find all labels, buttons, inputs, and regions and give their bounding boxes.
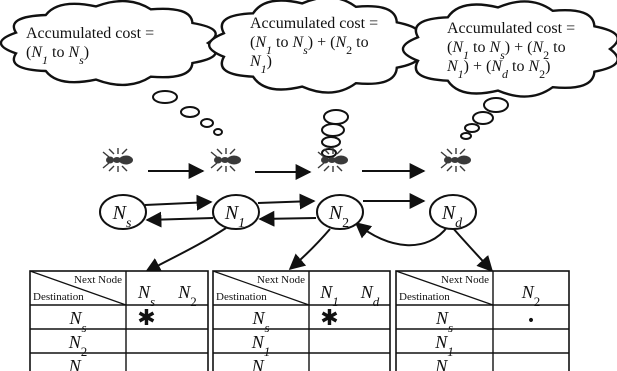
header-diagonal bbox=[29, 270, 127, 306]
node-label: Nd bbox=[441, 202, 463, 231]
ant-icon bbox=[210, 148, 241, 172]
cloud-text-line: (N1 to Ns) + (N2 to bbox=[250, 34, 369, 57]
link-n1-ns bbox=[145, 211, 214, 228]
link-n1-n2 bbox=[257, 193, 316, 210]
node-N1: N1 bbox=[212, 194, 260, 231]
thought-bubble bbox=[460, 132, 472, 140]
cloud-text-line: Accumulated cost = bbox=[250, 15, 378, 32]
cloud-text-line: (N1 to Ns) + (N2 to bbox=[447, 39, 566, 62]
thought-bubble bbox=[483, 97, 509, 113]
row-label: Ns bbox=[251, 308, 269, 335]
link-nd-n2 bbox=[354, 221, 449, 247]
column-header: N2 bbox=[521, 282, 541, 309]
node-label: N1 bbox=[224, 202, 245, 231]
cloud-text-line: N1) + (Nd to N2) bbox=[446, 58, 550, 81]
column-header: N2 bbox=[177, 282, 197, 309]
thought-cloud-3: Accumulated cost = (N1 to Ns) + (N2 toN1)… bbox=[401, 0, 617, 98]
row-label: N1 bbox=[434, 332, 454, 359]
node-Ns: Ns bbox=[99, 194, 147, 231]
thought-bubble bbox=[472, 111, 494, 125]
link-nd-table3 bbox=[451, 226, 494, 273]
header-next-node: Next Node bbox=[441, 274, 489, 286]
thought-bubble bbox=[321, 136, 341, 148]
header-destination: Destination bbox=[399, 291, 450, 303]
link-n2-n1 bbox=[258, 210, 317, 227]
thought-bubble bbox=[464, 123, 480, 133]
node-circle bbox=[429, 194, 477, 230]
header-diagonal bbox=[212, 270, 310, 306]
node-Nd: Nd bbox=[429, 194, 477, 231]
header-next-node: Next Node bbox=[74, 274, 122, 286]
node-label: N2 bbox=[328, 202, 349, 231]
row-label: Ns bbox=[68, 308, 86, 335]
node-circle bbox=[212, 194, 260, 230]
routing-table-1: Next NodeDestinationNsN2NsN2Nd✱ bbox=[29, 270, 209, 371]
thought-bubble bbox=[321, 123, 345, 137]
link-n1-table1 bbox=[144, 227, 227, 273]
header-destination: Destination bbox=[33, 291, 84, 303]
header-destination: Destination bbox=[216, 291, 267, 303]
ant-icon bbox=[440, 148, 471, 172]
table-frame bbox=[395, 270, 570, 371]
pheromone-mark: • bbox=[527, 313, 535, 329]
cloud-text-line: Accumulated cost = bbox=[26, 25, 154, 42]
link-n2-table2 bbox=[288, 228, 331, 271]
thought-cloud-1: Accumulated cost = (N1 to Ns) bbox=[0, 0, 217, 87]
column-header: N1 bbox=[319, 282, 339, 309]
ant-icon bbox=[317, 148, 348, 172]
thought-bubble bbox=[323, 109, 349, 125]
row-label: Nd bbox=[251, 356, 271, 371]
thought-bubble bbox=[213, 128, 223, 136]
column-header: Nd bbox=[360, 282, 380, 309]
row-label: N1 bbox=[251, 332, 271, 359]
node-label: Ns bbox=[112, 202, 132, 231]
link-ns-n1 bbox=[144, 194, 213, 211]
row-label: N2 bbox=[68, 332, 88, 359]
cloud-outline bbox=[401, 0, 617, 98]
header-diagonal bbox=[395, 270, 494, 306]
thought-bubble bbox=[200, 118, 214, 128]
row-label: N2 bbox=[434, 356, 454, 371]
row-label: Ns bbox=[435, 308, 453, 335]
row-label: Nd bbox=[68, 356, 88, 371]
cloud-text-line: Accumulated cost = bbox=[447, 20, 575, 37]
ant-icon bbox=[102, 148, 133, 172]
routing-table-2: Next NodeDestinationN1NdNsN1Nd✱ bbox=[212, 270, 391, 371]
cloud-outline bbox=[0, 0, 217, 87]
cloud-text-line: (N1 to Ns) bbox=[26, 44, 89, 67]
header-next-node: Next Node bbox=[257, 274, 305, 286]
column-header: Ns bbox=[137, 282, 155, 309]
cloud-outline bbox=[208, 0, 421, 94]
table-frame bbox=[29, 270, 209, 371]
node-circle bbox=[316, 194, 364, 230]
table-frame bbox=[212, 270, 391, 371]
thought-bubble bbox=[180, 106, 200, 118]
node-circle bbox=[99, 194, 147, 230]
pheromone-mark: ✱ bbox=[320, 306, 338, 331]
thought-bubble bbox=[152, 90, 178, 104]
routing-table-3: Next NodeDestinationN2NsN1N2• bbox=[395, 270, 570, 371]
thought-bubble bbox=[321, 148, 337, 158]
cloud-text-line: N1) bbox=[249, 53, 272, 76]
pheromone-mark: ✱ bbox=[137, 306, 155, 331]
node-N2: N2 bbox=[316, 194, 364, 231]
